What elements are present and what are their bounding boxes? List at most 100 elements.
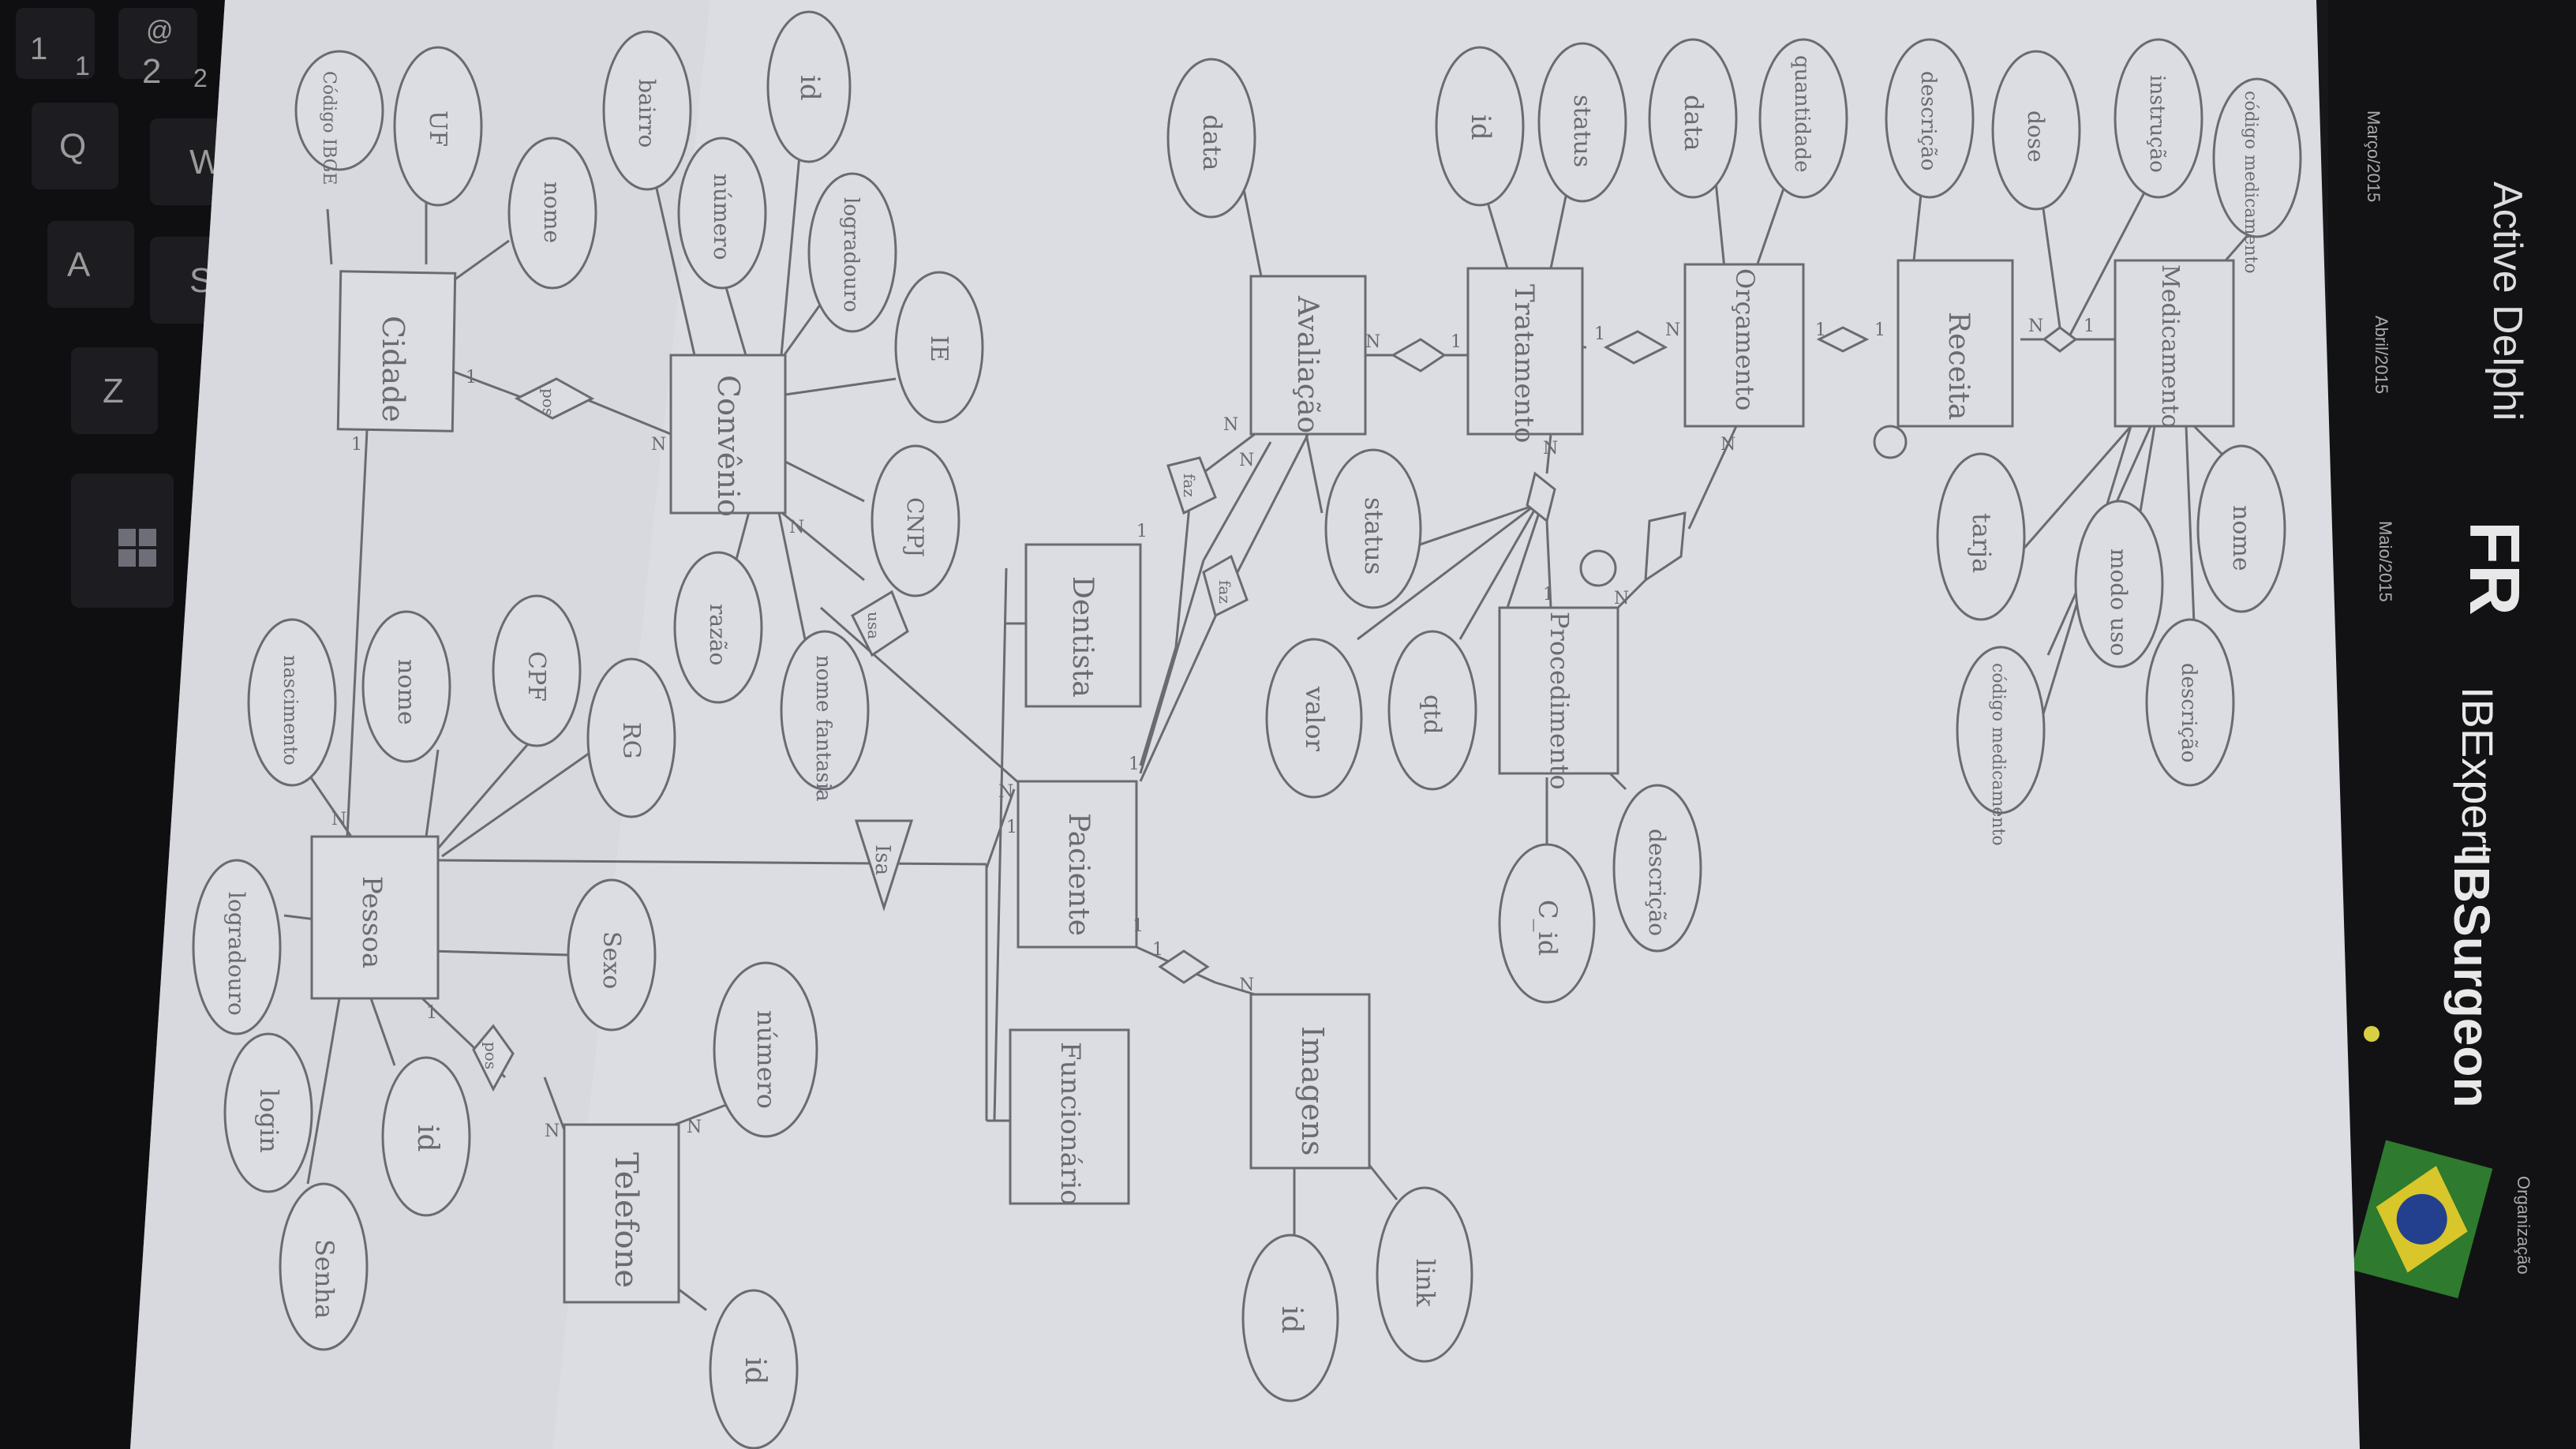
card-9: 1 — [1136, 522, 1148, 541]
label-attr-img-id: id — [1275, 1306, 1308, 1334]
card-7: N — [998, 782, 1013, 802]
entity-dentista — [1024, 543, 1142, 708]
label-attr-senha: Senha — [309, 1239, 339, 1319]
attr-pessoa-sexo — [567, 878, 657, 1032]
label-attr-trat-status: status — [1568, 95, 1596, 167]
rel-tratamento-orcamento — [1603, 330, 1668, 365]
card-3: 1 — [351, 435, 362, 455]
label-attr-conv-logradouro: logradouro — [839, 197, 863, 313]
entity-procedimento — [1498, 606, 1619, 775]
card-28: 1 — [1006, 818, 1017, 837]
attr-medicamento-tarja — [1936, 452, 2026, 621]
label-receita: Receita — [1942, 312, 1975, 420]
label-attr-nome-fantasia: nome fantasia — [811, 655, 835, 802]
label-attr-tel-numero: número — [751, 1010, 781, 1109]
label-funcionario: Funcionário — [1054, 1042, 1086, 1206]
card-21: N — [2028, 316, 2043, 336]
card-20: 1 — [1874, 320, 1885, 340]
label-attr-login: login — [254, 1089, 284, 1153]
entity-convenio — [669, 354, 787, 515]
card-16: 1 — [1451, 332, 1462, 352]
label-dentista: Dentista — [1066, 576, 1099, 698]
label-attr-instrucao: instrução — [2145, 75, 2169, 173]
label-attr-pessoa-logradouro: logradouro — [223, 892, 249, 1016]
label-attr-tarja: tarja — [1967, 513, 1997, 573]
attr-procedimento-status — [1324, 448, 1422, 609]
note-circle-2 — [1873, 425, 1908, 459]
entity-receita — [1896, 259, 2014, 428]
attr-medicamento-codigo-2 — [1956, 646, 2046, 814]
organizacao-label: Organização — [2514, 1176, 2533, 1275]
attr-procedimento-valor — [1265, 638, 1363, 799]
key-1: 1 — [30, 32, 47, 66]
key-2: 2 — [142, 52, 161, 91]
yellow-dot-icon — [2364, 1026, 2379, 1042]
attr-pessoa-login — [223, 1032, 313, 1193]
rel-receita-medicamento — [2042, 326, 2078, 353]
key-2b: 2 — [193, 64, 208, 92]
rel-orcamento-receita — [1816, 326, 1870, 353]
attr-medicamento-instrucao — [2114, 38, 2203, 199]
attr-pessoa-nome — [361, 610, 451, 763]
label-attr-cpf: CPF — [522, 651, 550, 702]
label-convenio: Convênio — [711, 375, 746, 517]
ibexpert-label: IBExpert — [2453, 687, 2503, 856]
card-17: 1 — [1594, 324, 1605, 344]
label-attr-pessoa-id: id — [411, 1125, 444, 1152]
card-11: 1 — [1129, 754, 1140, 774]
label-avaliacao: Avaliação — [1291, 295, 1324, 433]
rel-tratamento-procedimento — [1526, 471, 1556, 523]
attr-pessoa-cpf — [492, 594, 582, 747]
label-attr-orc-data: data — [1679, 95, 1709, 152]
attr-pessoa-logradouro — [192, 859, 282, 1035]
attr-convenio-nome-fantasia — [780, 630, 870, 791]
label-attr-med-descricao: descrição — [2177, 663, 2200, 762]
card-1: 1 — [466, 368, 477, 388]
card-14: N — [1239, 975, 1254, 995]
rel-avaliacao-tratamento — [1390, 338, 1447, 373]
label-attr-proc-descricao: descrição — [1644, 829, 1670, 936]
label-attr-qtd: qtd — [1418, 695, 1446, 734]
label-rel-faz-2: faz — [1215, 580, 1234, 604]
attr-medicamento-codigo — [2212, 77, 2302, 238]
rel-orcamento-procedimento — [1644, 511, 1687, 582]
entity-avaliacao — [1249, 275, 1367, 436]
attr-pessoa-senha — [279, 1182, 369, 1351]
attr-convenio-numero — [677, 137, 767, 290]
attr-orcamento-quantidade — [1758, 38, 1848, 199]
label-rel-isa: Isa — [871, 844, 894, 875]
label-pessoa: Pessoa — [356, 876, 388, 968]
label-attr-bairro: bairro — [634, 79, 660, 148]
card-8: N — [789, 518, 804, 537]
rel-paciente-convenio — [851, 590, 909, 657]
entity-tratamento — [1466, 267, 1584, 436]
card-4: N — [331, 810, 346, 829]
rel-paciente-avaliacao — [1202, 554, 1249, 618]
entity-telefone — [563, 1123, 680, 1304]
card-15: N — [1365, 332, 1380, 352]
windows-logo-icon — [118, 529, 156, 567]
label-rel-pessoa-telefone: pos — [481, 1042, 500, 1069]
label-attr-razao: razão — [705, 604, 731, 665]
svg-text:FR: FR — [2454, 521, 2533, 616]
label-rel-cidade-convenio: pos — [539, 388, 558, 416]
entity-medicamento — [2114, 259, 2235, 428]
card-6: N — [545, 1121, 560, 1141]
label-tratamento: Tratamento — [1508, 284, 1540, 444]
attr-cidade-nome — [507, 137, 597, 290]
fr-logo-icon: FR — [2454, 521, 2533, 616]
label-attr-valor: valor — [1300, 686, 1330, 752]
label-attr-c-id: C_id — [1533, 900, 1563, 956]
entity-paciente — [1017, 780, 1138, 949]
label-rel-faz-1: faz — [1180, 474, 1199, 497]
diagram-labels: Cidade Convênio Pessoa Telefone Dentista… — [223, 55, 2260, 1385]
rel-dentista-avaliacao — [1166, 456, 1217, 515]
attr-imagens-link — [1376, 1186, 1473, 1363]
entity-funcionario — [1009, 1028, 1130, 1205]
card-12: N — [1239, 451, 1254, 470]
label-attr-conv-id: id — [794, 75, 826, 101]
card-2: N — [651, 435, 666, 455]
note-circle — [1579, 549, 1617, 587]
label-medicamento: Medicamento — [2156, 264, 2184, 429]
